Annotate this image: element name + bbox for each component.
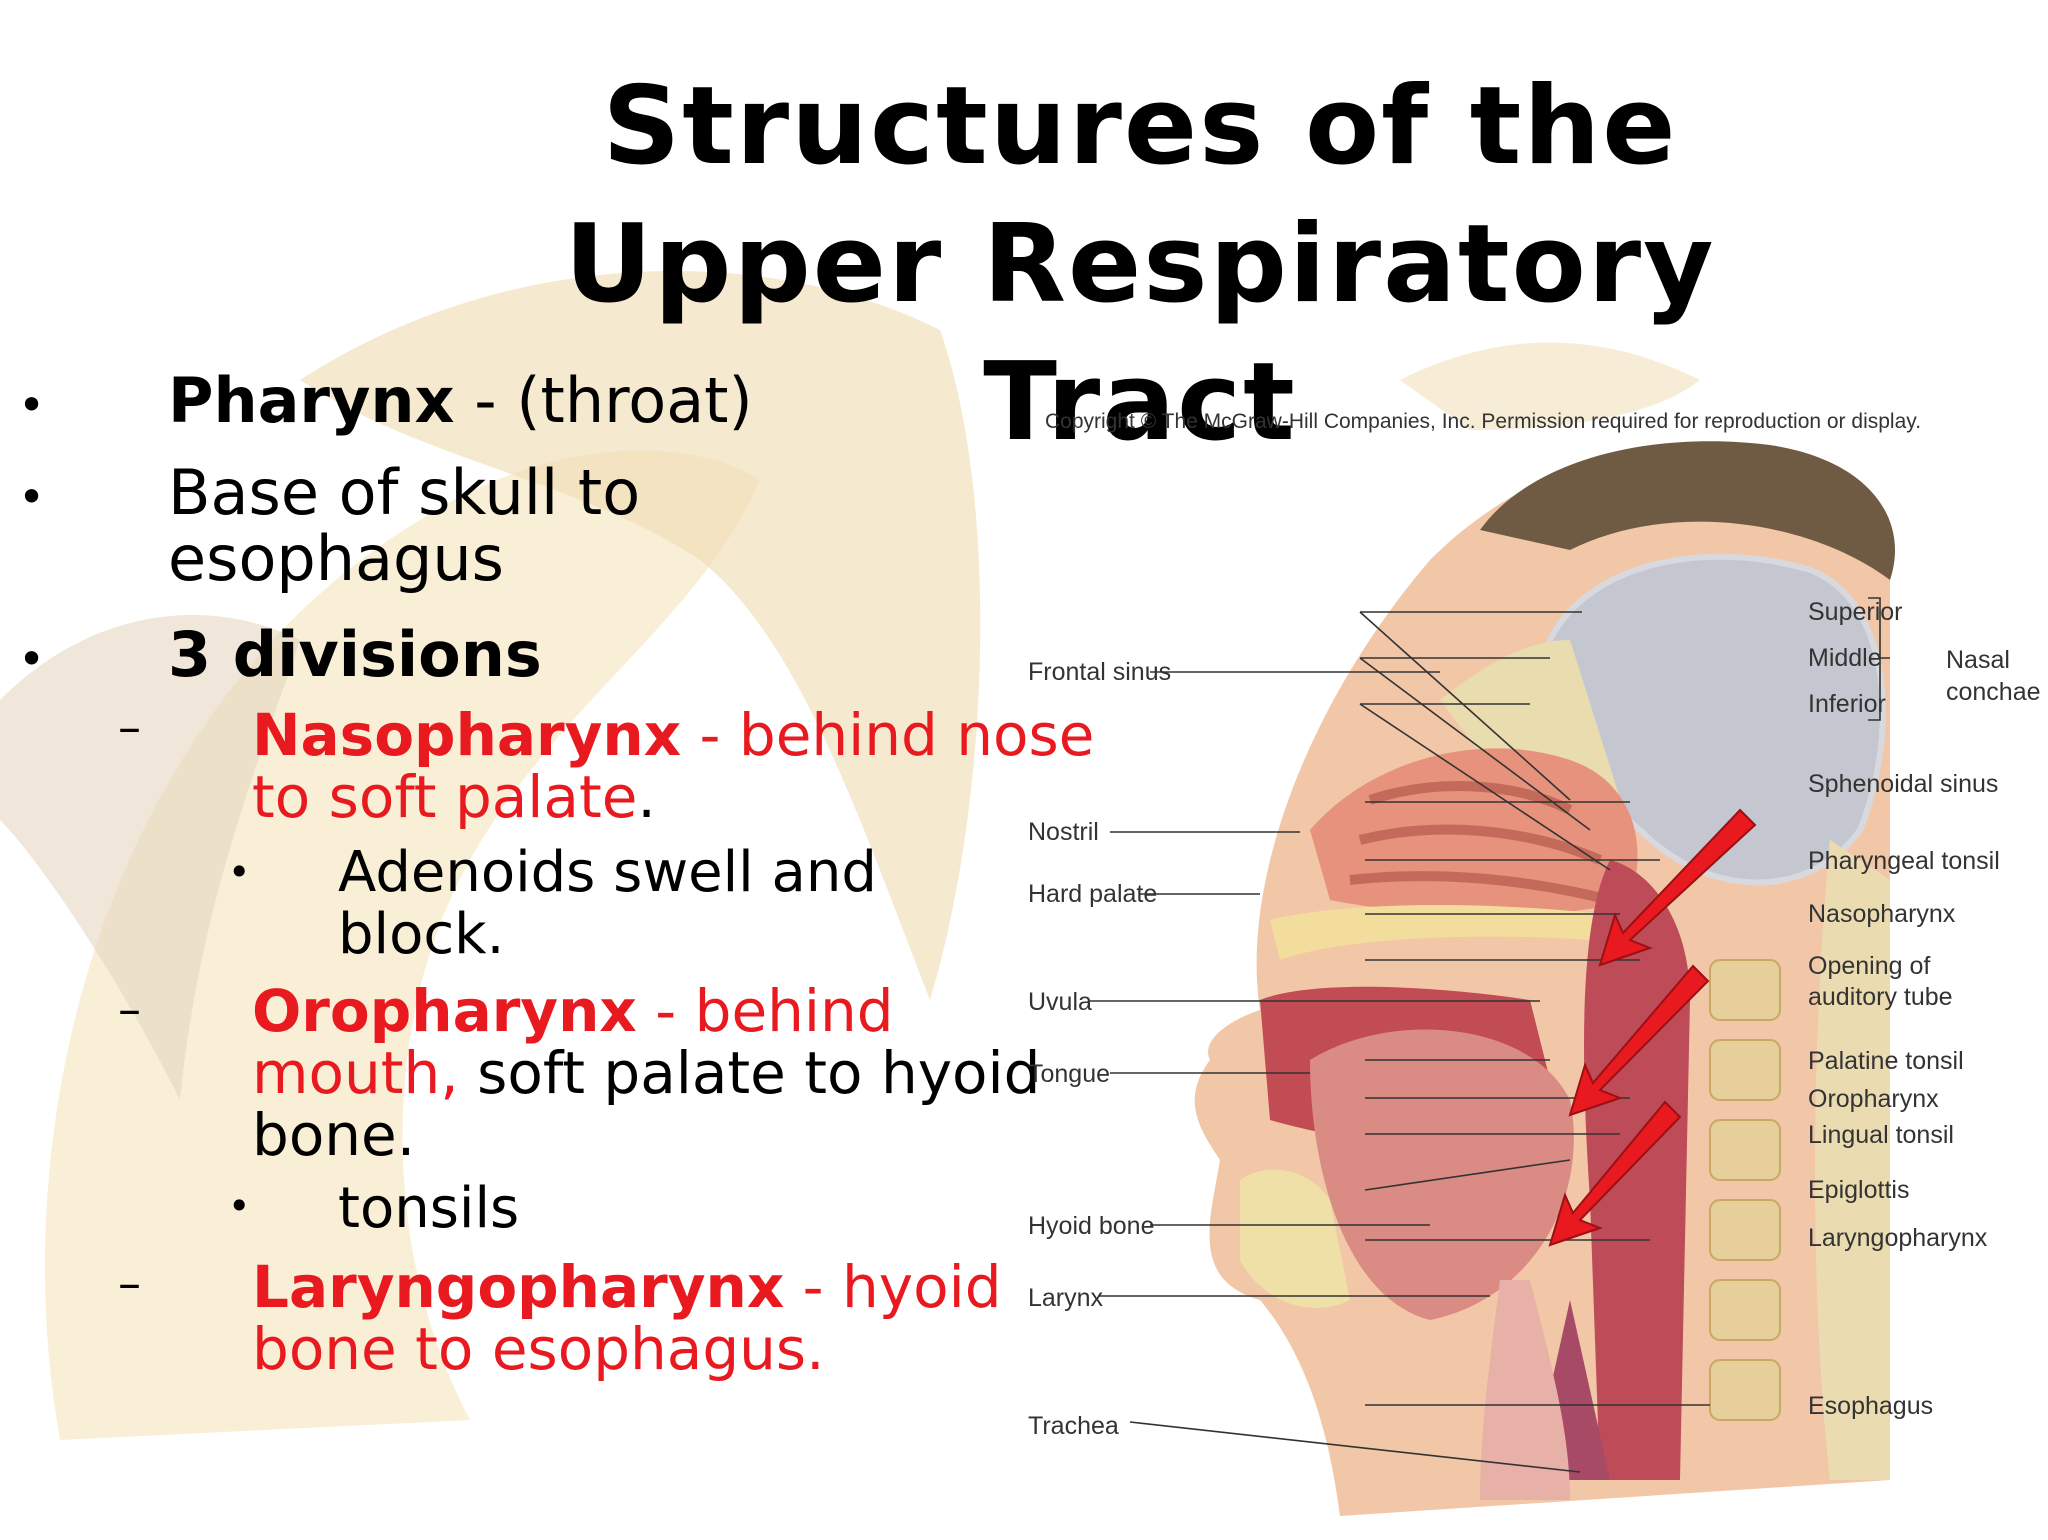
bullet-dot: •: [18, 470, 46, 524]
dash-marker: –: [118, 982, 141, 1036]
bullet-dot: •: [18, 632, 46, 686]
bullet-pharynx: Pharynx - (throat): [168, 364, 753, 437]
bullet-divisions: 3 divisions: [168, 618, 542, 691]
upper-respiratory-diagram: [1090, 441, 1895, 1516]
dash-marker: –: [118, 1256, 141, 1310]
tongue: [1310, 1029, 1574, 1320]
page-title: Structures of the Upper Respiratory Trac…: [564, 64, 1716, 465]
bullet-dot: •: [228, 850, 251, 894]
dash-marker: –: [118, 700, 141, 754]
bullet-dot: •: [228, 1184, 251, 1228]
sub-tonsils: tonsils: [338, 1176, 520, 1241]
bullet-dot: •: [18, 378, 46, 432]
hair: [1480, 441, 1895, 580]
copyright-notice: Copyright © The McGraw-Hill Companies, I…: [1045, 410, 1922, 433]
